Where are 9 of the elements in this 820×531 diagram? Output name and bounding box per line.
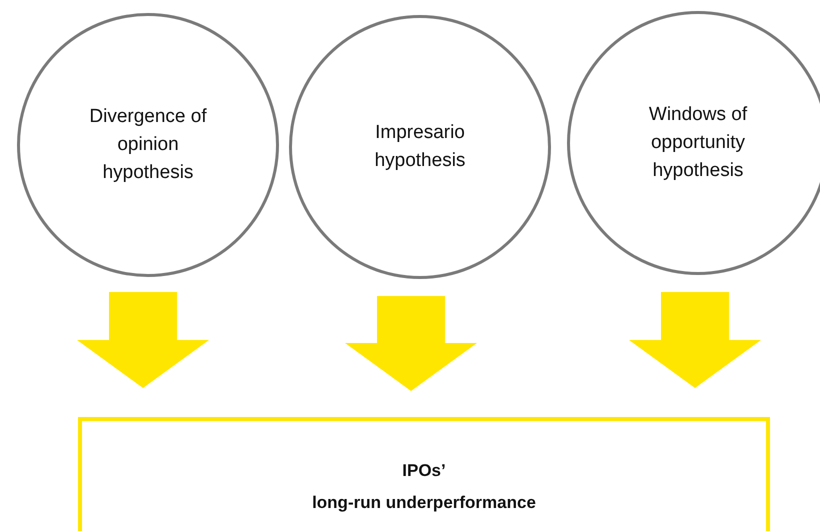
hypothesis-label: Windows of opportunity hypothesis [648,103,748,183]
hypothesis-label: Divergence of opinion hypothesis [88,105,208,185]
block-arrow [77,292,209,388]
outcome-label: IPOs’ [402,460,446,482]
block-arrow [629,292,761,388]
hypothesis-label: Impresario hypothesis [374,121,466,173]
outcome-label: long-run underperformance [312,492,536,514]
outcome-box [78,417,770,531]
block-arrow [345,296,477,391]
